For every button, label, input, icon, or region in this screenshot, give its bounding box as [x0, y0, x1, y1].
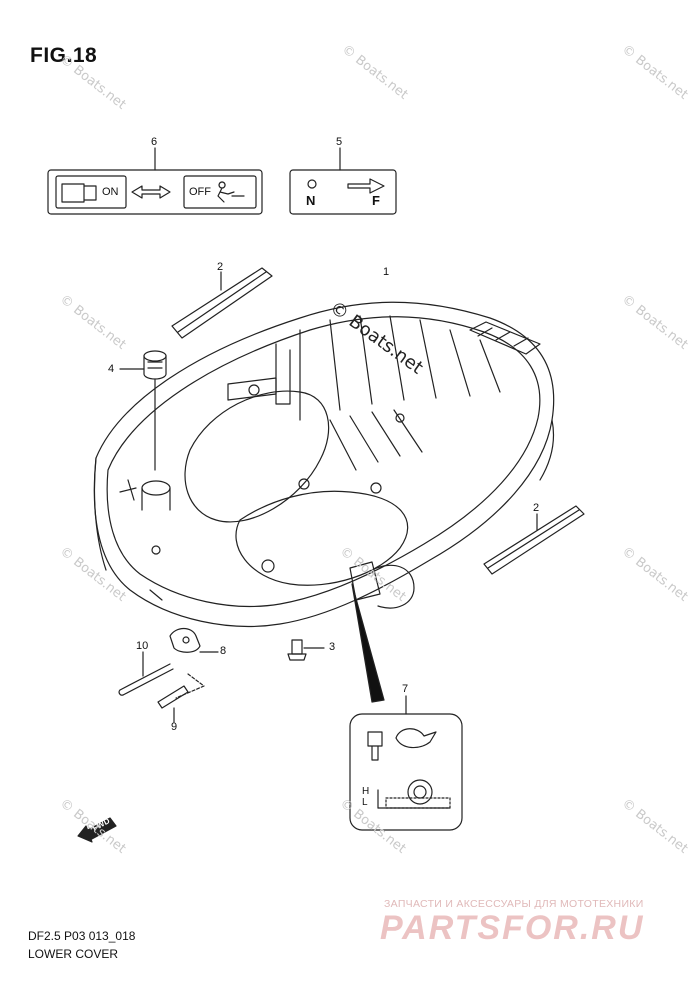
figure-title: FIG.18: [30, 44, 98, 67]
shop-tagline: ЗАПЧАСТИ И АКСЕССУАРЫ ДЛЯ МОТОТЕХНИКИ: [384, 898, 644, 910]
diagram-name: LOWER COVER: [28, 947, 119, 961]
pin-part: [118, 651, 174, 696]
callout-5: 5: [336, 136, 343, 148]
lower-cover-body: [93, 301, 555, 627]
grommet-part: [119, 350, 167, 471]
seal-strip-lower: [483, 505, 585, 575]
callout-8: 8: [220, 645, 227, 657]
callout-2-upper: 2: [217, 261, 224, 273]
detail-oil-level-box: [349, 695, 463, 831]
callout-3: 3: [329, 641, 336, 653]
detail-leader-arrow: [351, 583, 385, 703]
callout-4: 4: [108, 363, 115, 375]
label-neutral-forward-part: [289, 147, 397, 215]
label-on-off-part: [47, 147, 263, 215]
callout-2-lower: 2: [533, 502, 540, 514]
callout-7: 7: [402, 683, 409, 695]
callout-10: 10: [136, 640, 149, 652]
shop-logo: PARTSFOR.RU: [380, 909, 645, 947]
label-forward-text: F: [372, 193, 380, 208]
forward-direction-arrow: [77, 817, 117, 843]
callout-1: 1: [383, 266, 390, 278]
clamp-part: [169, 627, 219, 653]
label-off-text: OFF: [189, 186, 211, 198]
callout-6: 6: [151, 136, 158, 148]
label-on-text: ON: [102, 186, 119, 198]
label-neutral-text: N: [306, 193, 316, 208]
rod-part: [157, 673, 205, 723]
detail-high-text: H: [362, 786, 370, 797]
seal-strip-upper: [171, 267, 273, 339]
diagram-code: DF2.5 P03 013_018: [28, 929, 136, 943]
bolt-part: [287, 639, 325, 661]
callout-9: 9: [171, 721, 178, 733]
detail-low-text: L: [362, 797, 368, 808]
